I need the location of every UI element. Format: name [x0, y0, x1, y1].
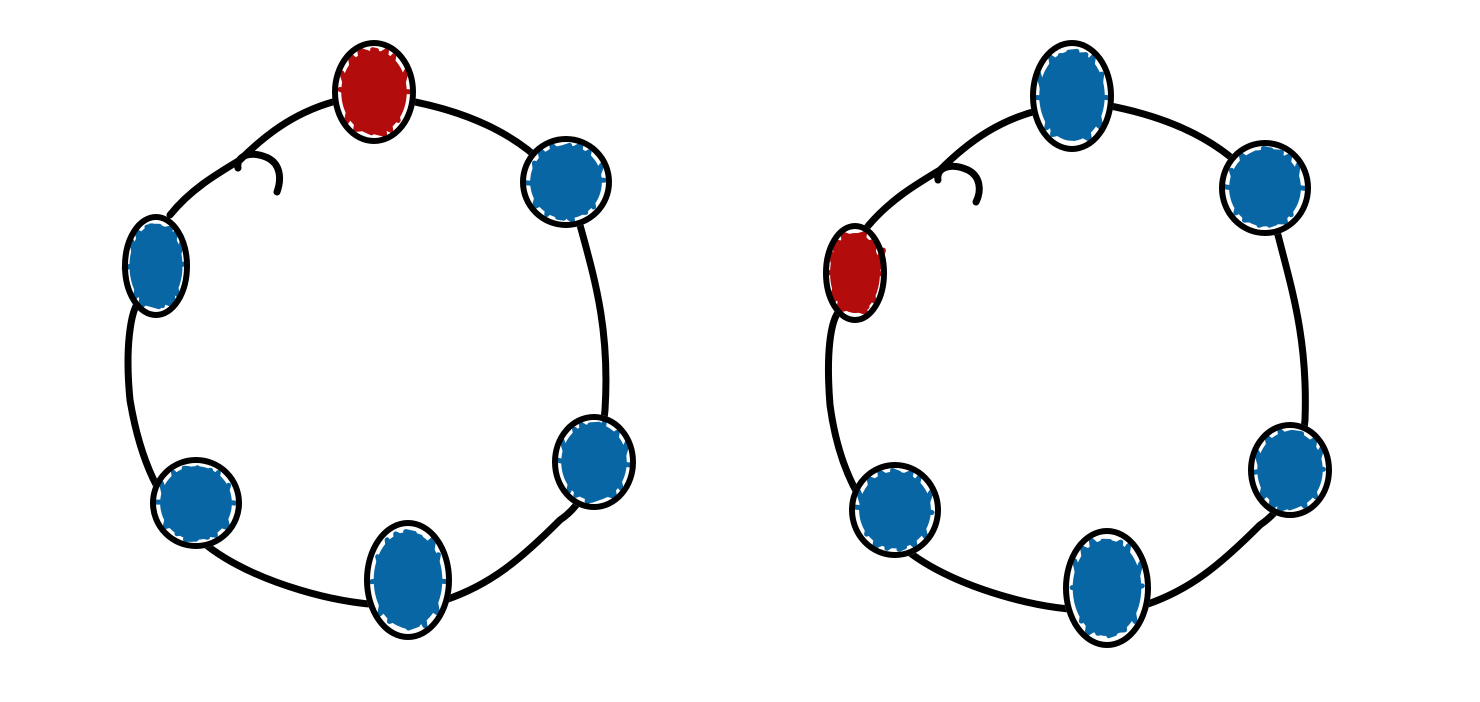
node-scribble [151, 465, 238, 542]
node-lower-left [150, 457, 242, 549]
node-outline [364, 520, 452, 640]
node-outline [122, 214, 190, 318]
node-upper-right [1219, 140, 1311, 236]
ring-hook-mark [934, 162, 983, 206]
node-lower-left [849, 462, 941, 558]
node-scribble [1252, 428, 1326, 512]
node-outline [150, 457, 242, 549]
node-lower-right [1248, 422, 1332, 518]
node-outline [1219, 140, 1311, 236]
node-outline [552, 414, 636, 510]
node-outline [823, 223, 887, 323]
node-upper-left-highlighted [823, 223, 887, 323]
node-scribble [554, 420, 632, 504]
node-outline [332, 40, 416, 144]
node-outline [1248, 422, 1332, 518]
node-scribble [1222, 146, 1310, 228]
ring-right [823, 40, 1332, 648]
node-top-highlighted [332, 40, 416, 144]
node-scribble [121, 223, 190, 310]
node-scribble [823, 231, 886, 315]
node-upper-right [520, 136, 612, 228]
node-scribble [369, 529, 448, 631]
node-top [1030, 40, 1114, 152]
node-outline [1063, 528, 1151, 648]
node-outline [520, 136, 612, 228]
node-bottom [1063, 528, 1151, 648]
ring-left [121, 40, 636, 640]
node-outline [849, 462, 941, 558]
ring-hook-mark [234, 150, 284, 196]
node-lower-right [552, 414, 636, 510]
node-scribble [337, 47, 412, 137]
node-upper-left [121, 214, 190, 318]
node-scribble [851, 468, 935, 552]
node-scribble [522, 142, 607, 223]
node-scribble [1069, 537, 1145, 639]
node-scribble [1031, 48, 1114, 142]
node-outline [1030, 40, 1114, 152]
node-bottom [364, 520, 452, 640]
